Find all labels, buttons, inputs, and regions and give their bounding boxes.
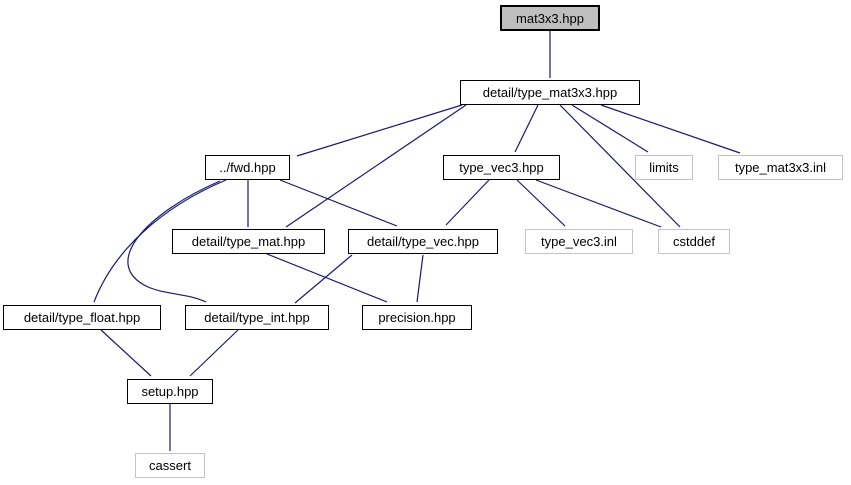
- edge-fwd-to-type_int: [127, 180, 221, 303]
- node-fwd-hpp[interactable]: ../fwd.hpp: [205, 155, 290, 180]
- edge-type_mat-to-precision: [266, 253, 388, 303]
- edge-type_mat3x3-to-limits: [571, 104, 649, 153]
- edge-type_vec3-to-cstddef: [535, 179, 662, 228]
- edge-fwd-to-type_float: [93, 179, 227, 303]
- edge-type_mat3x3-to-fwd: [296, 104, 463, 157]
- edge-type_int-to-setup: [189, 329, 239, 377]
- node-precision-hpp[interactable]: precision.hpp: [362, 305, 472, 330]
- edge-type_mat3x3-to-cstddef: [559, 104, 681, 228]
- node-type-vec3-inl: type_vec3.inl: [525, 229, 633, 254]
- node-detail-type-float-hpp[interactable]: detail/type_float.hpp: [3, 305, 161, 330]
- node-detail-type-int-hpp[interactable]: detail/type_int.hpp: [185, 305, 329, 330]
- edge-type_vec3-to-type_vec3_inl: [516, 179, 566, 227]
- node-type-vec3-hpp[interactable]: type_vec3.hpp: [443, 155, 560, 180]
- node-setup-hpp[interactable]: setup.hpp: [127, 379, 213, 404]
- edge-type_vec-to-type_int: [294, 254, 353, 304]
- node-detail-type-vec-hpp[interactable]: detail/type_vec.hpp: [348, 229, 498, 254]
- node-type-mat3x3-inl: type_mat3x3.inl: [718, 155, 843, 180]
- node-mat3x3-hpp: mat3x3.hpp: [500, 5, 600, 31]
- edge-type_float-to-setup: [100, 329, 152, 377]
- edge-type_mat3x3-to-type_mat3x3_inl: [600, 104, 741, 154]
- node-cassert: cassert: [135, 453, 205, 478]
- node-limits: limits: [635, 155, 693, 180]
- edge-type_mat3x3-to-type_mat: [285, 104, 467, 228]
- edge-type_vec3-to-type_vec: [445, 179, 490, 226]
- edge-type_vec-to-precision: [416, 254, 424, 303]
- node-cstddef: cstddef: [658, 229, 730, 254]
- edge-type_mat3x3-to-type_vec3: [514, 104, 539, 153]
- edge-fwd-to-type_vec: [279, 179, 398, 227]
- node-detail-type-mat3x3-hpp[interactable]: detail/type_mat3x3.hpp: [460, 80, 640, 105]
- node-detail-type-mat-hpp[interactable]: detail/type_mat.hpp: [172, 229, 325, 254]
